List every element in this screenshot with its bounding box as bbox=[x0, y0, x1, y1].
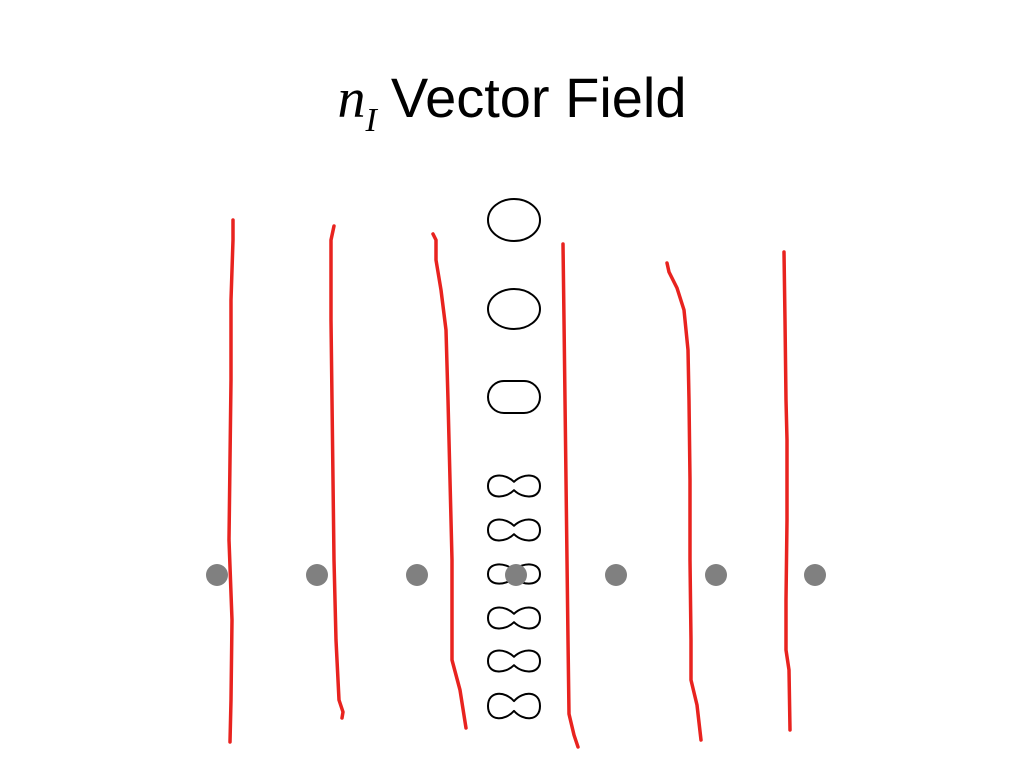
lattice-point bbox=[705, 564, 727, 586]
field-line bbox=[227, 218, 235, 744]
defect-shape bbox=[487, 198, 541, 242]
defect-shape bbox=[487, 474, 541, 498]
field-lines bbox=[227, 218, 792, 749]
field-line bbox=[431, 232, 468, 730]
field-line bbox=[665, 261, 703, 742]
lattice-point bbox=[804, 564, 826, 586]
lattice-point bbox=[505, 564, 527, 586]
defect-shape bbox=[487, 518, 541, 542]
lattice-row bbox=[206, 564, 826, 586]
title-text: Vector Field bbox=[390, 66, 687, 129]
lattice-point bbox=[406, 564, 428, 586]
defect-shape bbox=[487, 288, 541, 330]
defect-shape bbox=[487, 563, 541, 585]
slide-title: nI Vector Field bbox=[0, 62, 1024, 157]
field-line bbox=[561, 242, 580, 749]
defect-shape bbox=[487, 692, 541, 720]
defect-shape bbox=[487, 649, 541, 673]
defect-shape bbox=[487, 380, 541, 414]
lattice-point bbox=[306, 564, 328, 586]
title-subscript: I bbox=[365, 102, 377, 139]
field-line bbox=[329, 224, 345, 720]
defect-shape bbox=[487, 606, 541, 630]
defect-column bbox=[487, 198, 541, 720]
field-line bbox=[782, 250, 792, 732]
lattice-point bbox=[605, 564, 627, 586]
title-symbol: n bbox=[337, 68, 366, 130]
lattice-point bbox=[206, 564, 228, 586]
